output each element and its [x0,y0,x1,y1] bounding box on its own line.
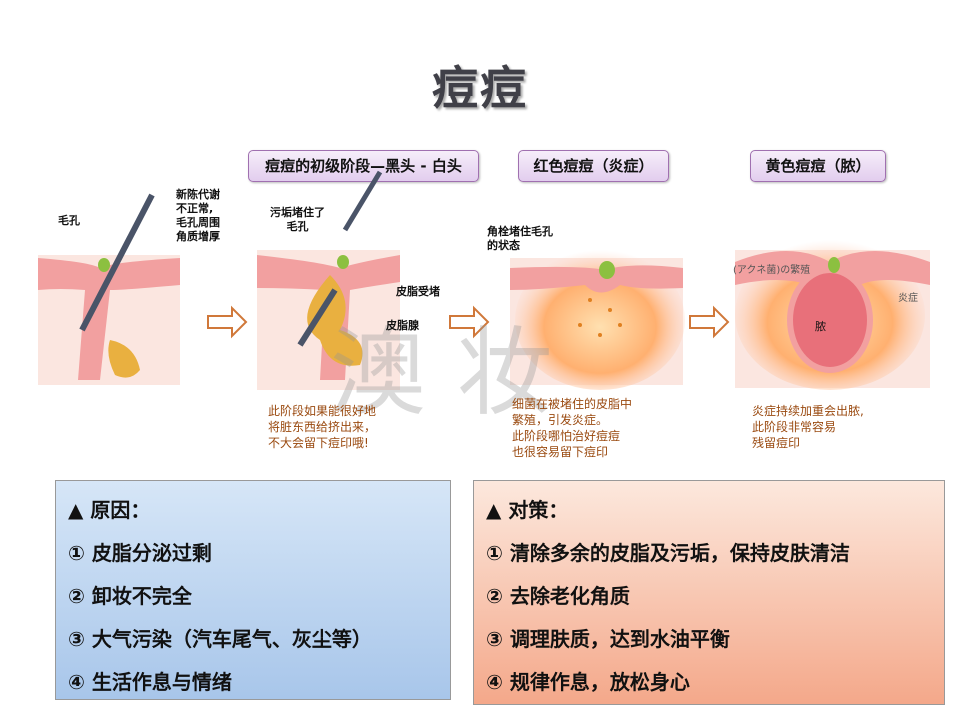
remedies-box: ▲ 对策： ① 清除多余的皮脂及污垢，保持皮肤清洁 ② 去除老化角质 ③ 调理肤… [473,480,945,705]
stage-label-blackhead: 痘痘的初级阶段—黑头 - 白头 [248,150,479,182]
stage-note: 此阶段如果能很好地 将脏东西给挤出来， 不大会留下痘印哦! [268,404,377,450]
remedies-heading: ▲ 对策： [486,498,569,522]
annotation: 炎症 [898,293,918,304]
annotation: 脓 [815,320,826,333]
remedy-item: ③ 调理肤质，达到水油平衡 [486,627,730,651]
watermark: 澳 妆 [330,317,553,429]
stage-label-yellow: 黄色痘痘（脓） [750,150,886,182]
remedy-item: ② 去除老化角质 [486,584,630,608]
cause-item: ④ 生活作息与情绪 [68,670,232,694]
causes-heading: ▲ 原因： [68,498,151,522]
panel-blackhead [257,170,400,390]
annotation: 角栓堵住毛孔 的状态 [487,225,553,252]
panel-normal-pore [38,193,180,385]
cause-item: ① 皮脂分泌过剩 [68,541,212,565]
cause-item: ③ 大气污染（汽车尾气、灰尘等） [68,627,372,651]
annotation: 毛孔 [58,214,80,227]
annotation: 污垢堵住了 毛孔 [270,206,325,233]
annotation: 新陈代谢 不正常, 毛孔周围 角质增厚 [176,188,220,243]
annotation: (アクネ菌)の繁殖 [733,265,811,276]
annotation: 皮脂腺 [386,319,419,332]
causes-box: ▲ 原因： ① 皮脂分泌过剩 ② 卸妆不完全 ③ 大气污染（汽车尾气、灰尘等） … [55,480,451,700]
remedy-item: ① 清除多余的皮脂及污垢，保持皮肤清洁 [486,541,850,565]
panel-red-acne [510,250,685,390]
cause-item: ② 卸妆不完全 [68,584,192,608]
stage-label-red: 红色痘痘（炎症） [518,150,669,182]
page-title: 痘痘 [432,61,528,115]
panel-yellow-acne [735,240,930,390]
stage-note: 炎症持续加重会出脓, 此阶段非常容易 残留痘印 [752,404,864,450]
acne-illustrations [38,170,930,390]
remedy-item: ④ 规律作息，放松身心 [486,670,690,694]
stage-note: 细菌在被堵住的皮脂中 繁殖，引发炎症。 此阶段哪怕治好痘痘 也很容易留下痘印 [512,397,633,459]
annotation: 皮脂受堵 [396,285,440,298]
arrow-icons [207,305,730,339]
